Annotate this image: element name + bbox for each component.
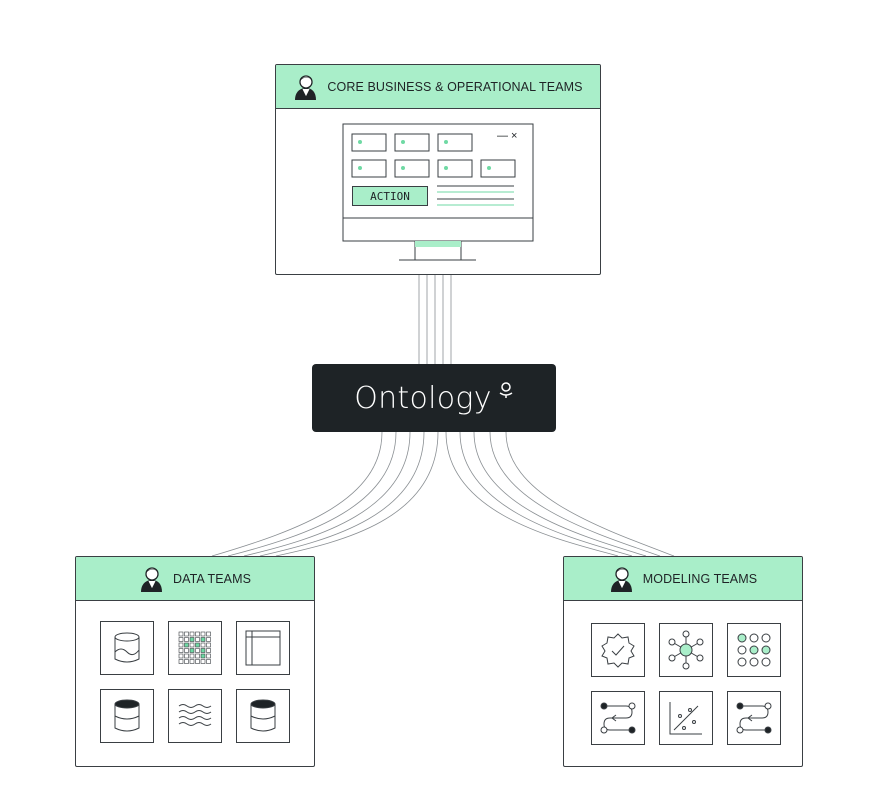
ontology-logo-icon	[499, 382, 513, 398]
data-teams-title: DATA TEAMS	[172, 571, 252, 586]
person-icon	[295, 74, 317, 100]
window-controls[interactable]: — ×	[497, 130, 518, 142]
table-icon[interactable]	[236, 621, 290, 675]
ontology-node: Ontology	[312, 364, 556, 432]
scatter-plot-icon[interactable]	[659, 691, 713, 745]
workflow-icon[interactable]	[591, 691, 645, 745]
modeling-teams-panel: MODELING TEAMS	[563, 556, 803, 767]
modeling-teams-header: MODELING TEAMS	[564, 557, 802, 601]
modeling-teams-title: MODELING TEAMS	[642, 571, 758, 586]
gear-check-icon[interactable]	[591, 623, 645, 677]
data-teams-header: DATA TEAMS	[76, 557, 314, 601]
network-hub-icon[interactable]	[659, 623, 713, 677]
ontology-label: Ontology	[354, 380, 492, 416]
stream-icon[interactable]	[168, 689, 222, 743]
dataset-icon[interactable]	[100, 621, 154, 675]
grid-matrix-icon[interactable]	[168, 621, 222, 675]
core-business-header: CORE BUSINESS & OPERATIONAL TEAMS	[276, 65, 600, 109]
core-business-panel: CORE BUSINESS & OPERATIONAL TEAMS	[275, 64, 601, 275]
person-icon	[140, 566, 162, 592]
database-icon[interactable]	[100, 689, 154, 743]
core-business-title: CORE BUSINESS & OPERATIONAL TEAMS	[327, 79, 583, 94]
person-icon	[610, 566, 632, 592]
node-grid-icon[interactable]	[727, 623, 781, 677]
action-button[interactable]: ACTION	[352, 186, 428, 206]
workflow-icon[interactable]	[727, 691, 781, 745]
data-teams-panel: DATA TEAMS	[75, 556, 315, 767]
database-icon[interactable]	[236, 689, 290, 743]
